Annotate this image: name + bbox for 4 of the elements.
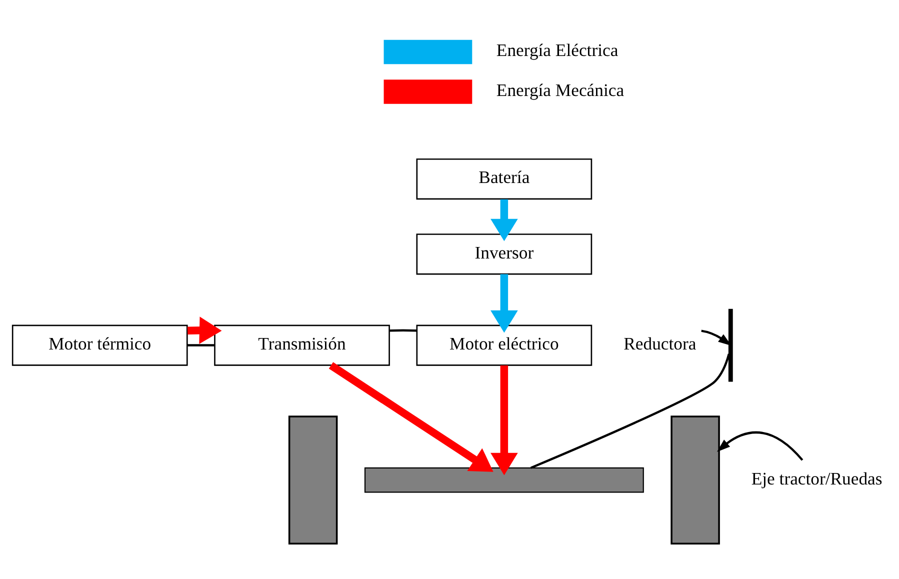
node-text: Eje tractor/Ruedas: [751, 468, 882, 488]
legend-label: Energía Mecánica: [496, 80, 624, 100]
node-text: Reductora: [624, 333, 696, 354]
legend-label: Energía Eléctrica: [496, 40, 618, 60]
